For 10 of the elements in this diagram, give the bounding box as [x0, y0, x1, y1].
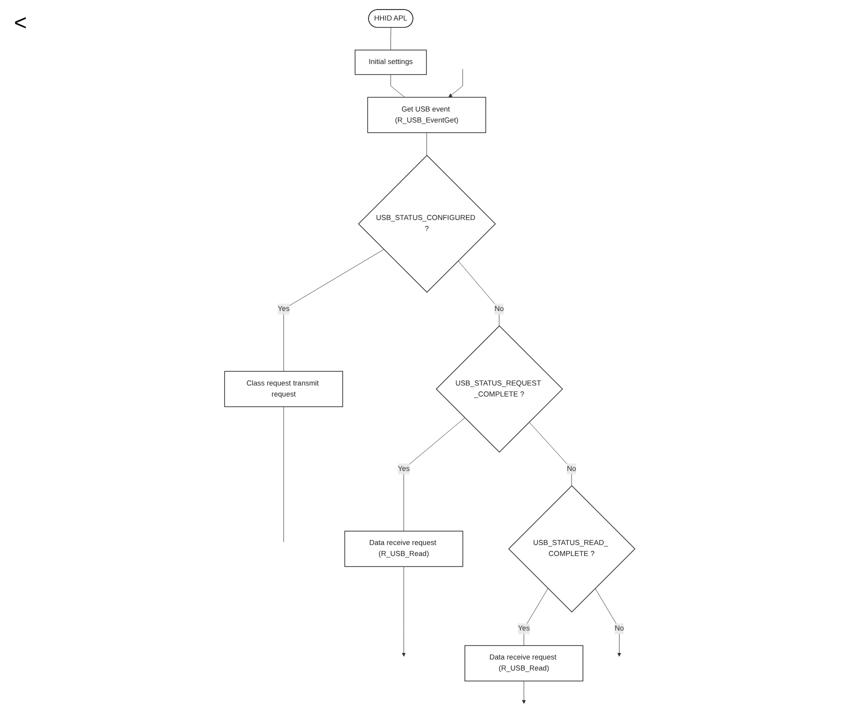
note-text: < [14, 10, 27, 36]
connector [390, 27, 391, 50]
connector [458, 260, 500, 326]
connector [390, 74, 405, 98]
connector [403, 418, 465, 532]
connector [283, 406, 284, 542]
connector [523, 588, 548, 646]
connector [528, 422, 572, 486]
connector [283, 249, 384, 372]
connector [426, 132, 427, 156]
